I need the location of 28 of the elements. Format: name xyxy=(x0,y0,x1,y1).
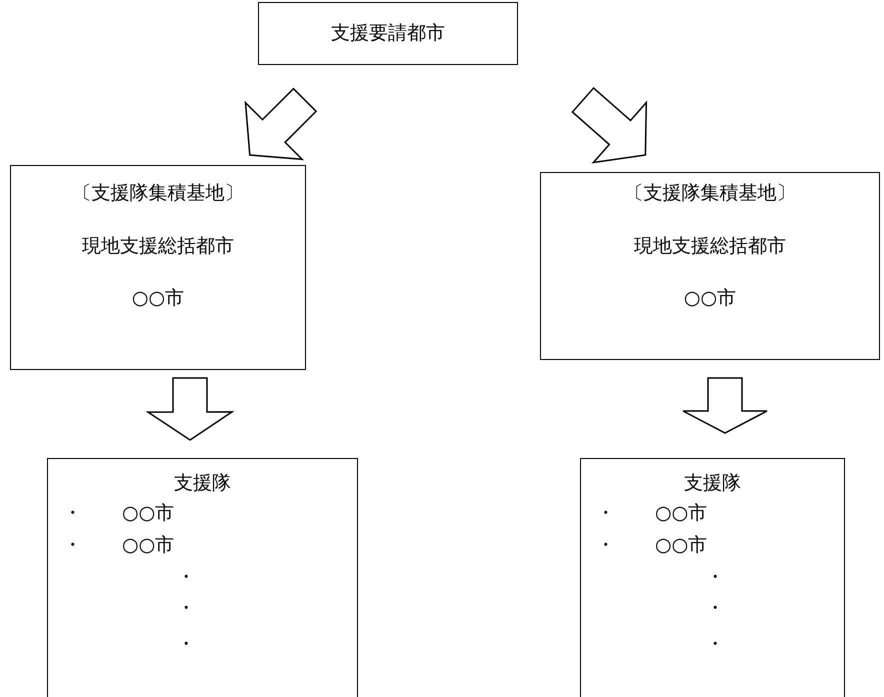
block-arrow xyxy=(146,377,234,441)
team-list-box xyxy=(580,458,845,697)
text-line: 現地支援総括都市 xyxy=(633,234,787,258)
block-arrow xyxy=(682,377,768,434)
team-list-box xyxy=(47,458,358,697)
heading-text: 支援隊 xyxy=(173,471,232,495)
heading-text: 支援隊 xyxy=(683,471,742,495)
block-arrow xyxy=(244,88,318,160)
ellipsis-dot: ・ xyxy=(176,632,196,656)
ellipsis-dot: ・ xyxy=(176,565,196,589)
ellipsis-dot: ・ xyxy=(176,596,196,620)
ellipsis-dot: ・ xyxy=(704,632,726,656)
base-box xyxy=(10,165,306,370)
ellipsis-dot: ・ xyxy=(704,565,726,589)
text-line: ・ ○○市 xyxy=(596,533,708,557)
text-line: ・ ○○市 xyxy=(596,501,708,525)
text-line: ・ ○○市 xyxy=(63,501,174,525)
text-line: ○○市 xyxy=(130,286,186,310)
block-arrow xyxy=(571,86,648,164)
heading-text: 支援要請都市 xyxy=(330,21,446,45)
base-box xyxy=(540,172,880,360)
text-line: ・ ○○市 xyxy=(63,533,174,557)
ellipsis-dot: ・ xyxy=(704,596,726,620)
heading-text: 〔支援隊集積基地〕 xyxy=(72,181,244,205)
text-line: 現地支援総括都市 xyxy=(81,234,235,258)
heading-text: 〔支援隊集積基地〕 xyxy=(624,181,796,205)
text-line: ○○市 xyxy=(682,286,738,310)
city-box xyxy=(258,2,518,65)
